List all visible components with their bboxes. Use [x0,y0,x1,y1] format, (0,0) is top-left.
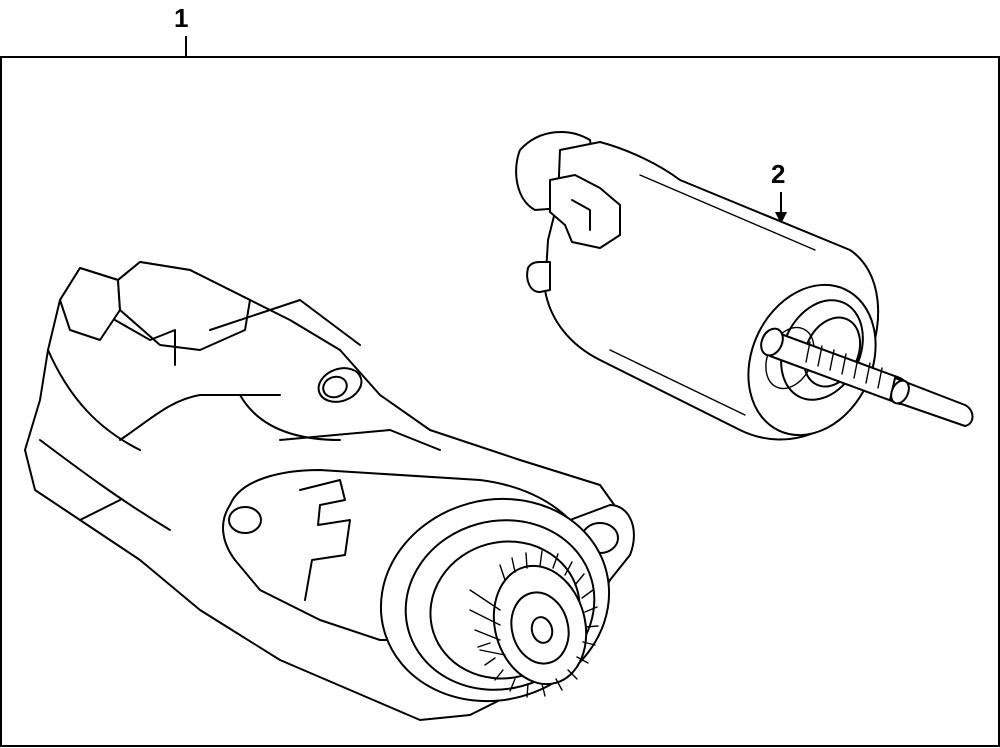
callout-2-label: 2 [771,159,785,189]
callout-1-label: 1 [174,3,188,33]
solenoid-icon[interactable] [515,131,974,456]
callout-1[interactable]: 1 [174,3,188,57]
callout-2[interactable]: 2 [771,159,787,224]
assembly-frame [0,56,1000,747]
starter-motor-assembly-icon[interactable] [24,261,635,726]
